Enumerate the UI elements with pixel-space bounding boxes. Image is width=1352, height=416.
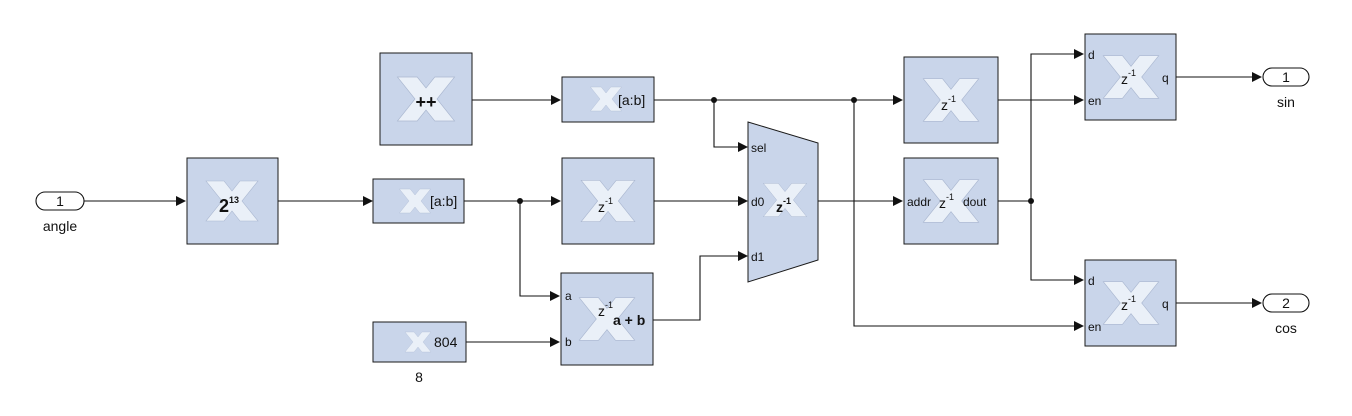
- reg-sin-port-en: en: [1088, 94, 1101, 108]
- mux-port-d0: d0: [751, 195, 765, 209]
- mux-exp: -1: [783, 196, 791, 206]
- addsub-exp: -1: [605, 300, 613, 310]
- reg-sin-exp: -1: [1128, 68, 1136, 78]
- mux-z: z: [776, 199, 783, 215]
- power-exp: 13: [229, 195, 239, 205]
- svg-text:z-1: z-1: [1121, 294, 1136, 313]
- slice-block-mid[interactable]: [a:b]: [372, 178, 465, 224]
- reg-cos-port-q: q: [1162, 297, 1169, 311]
- addsub-op: a + b: [613, 312, 645, 328]
- slice-mid-label: [a:b]: [430, 193, 457, 209]
- reg-cos-port-en: en: [1088, 320, 1101, 334]
- delay-top-exp: -1: [948, 94, 956, 104]
- rom-block[interactable]: addr z-1 dout: [903, 157, 999, 245]
- constant-caption: 8: [415, 369, 423, 385]
- mux-port-sel: sel: [751, 141, 766, 155]
- inport-angle-name: angle: [43, 218, 77, 234]
- constant-value: 804: [434, 334, 458, 350]
- rom-z: z: [939, 195, 946, 211]
- power-base: 2: [219, 196, 229, 216]
- constant-block[interactable]: 804 8: [372, 321, 467, 385]
- slice-top-label: [a:b]: [618, 92, 645, 108]
- svg-text:z-1: z-1: [776, 196, 791, 215]
- delay-exp: -1: [605, 196, 613, 206]
- register-block-cos[interactable]: d en q z-1: [1084, 259, 1177, 347]
- outport-sin-number: 1: [1282, 69, 1290, 85]
- outport-sin-name: sin: [1277, 94, 1295, 110]
- delay-block[interactable]: z-1: [561, 157, 655, 245]
- reg-sin-port-q: q: [1162, 71, 1169, 85]
- inport-angle[interactable]: 1 angle: [35, 191, 85, 234]
- rom-exp: -1: [946, 192, 954, 202]
- delay-block-top[interactable]: z-1: [903, 56, 999, 144]
- outport-cos-number: 2: [1282, 295, 1290, 311]
- mux-port-d1: d1: [751, 250, 765, 264]
- delay-top-z: z: [941, 97, 948, 113]
- register-block-sin[interactable]: d en q z-1: [1084, 33, 1177, 121]
- outport-cos-name: cos: [1275, 320, 1297, 336]
- reg-sin-port-d: d: [1088, 48, 1095, 62]
- wires: [84, 49, 1262, 347]
- svg-text:z-1: z-1: [598, 300, 613, 319]
- outport-cos[interactable]: 2 cos: [1262, 293, 1310, 336]
- svg-text:z-1: z-1: [598, 196, 613, 215]
- rom-port-addr: addr: [907, 195, 931, 209]
- mux-block[interactable]: sel d0 d1 z-1: [747, 121, 819, 283]
- reg-cos-exp: -1: [1128, 294, 1136, 304]
- svg-text:z-1: z-1: [939, 192, 954, 211]
- addsub-z: z: [598, 303, 605, 319]
- reg-sin-z: z: [1121, 71, 1128, 87]
- svg-text:z-1: z-1: [1121, 68, 1136, 87]
- counter-block[interactable]: ++: [379, 52, 473, 146]
- inport-angle-number: 1: [56, 193, 64, 209]
- power-block[interactable]: 213: [186, 157, 279, 245]
- rom-port-dout: dout: [963, 195, 987, 209]
- addsub-port-a: a: [565, 289, 572, 303]
- reg-cos-z: z: [1121, 297, 1128, 313]
- slice-block-top[interactable]: [a:b]: [561, 76, 655, 123]
- outport-sin[interactable]: 1 sin: [1262, 67, 1310, 110]
- svg-text:z-1: z-1: [941, 94, 956, 113]
- reg-cos-port-d: d: [1088, 274, 1095, 288]
- addsub-block[interactable]: a b z-1 a + b: [560, 272, 654, 366]
- svg-text:213: 213: [219, 195, 239, 216]
- counter-label: ++: [415, 92, 436, 112]
- addsub-port-b: b: [565, 335, 572, 349]
- delay-z: z: [598, 199, 605, 215]
